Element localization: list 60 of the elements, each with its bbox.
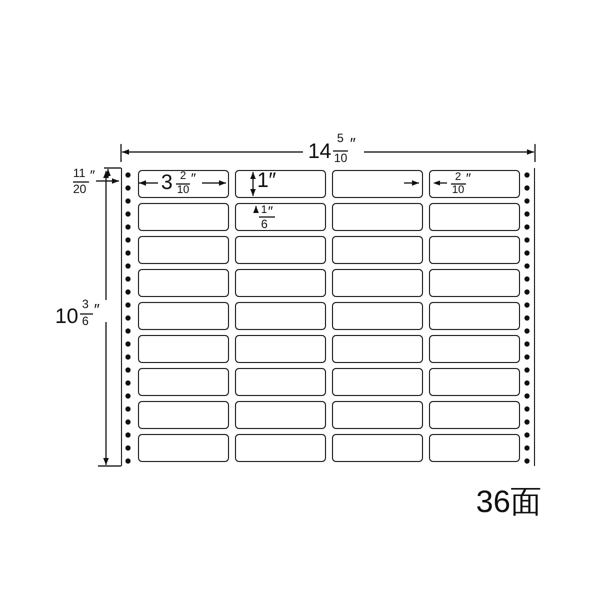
dimension-value: 1″ — [257, 170, 276, 191]
label-outline — [138, 269, 229, 297]
fraction-denominator: 10 — [452, 185, 464, 196]
label-outline — [429, 269, 520, 297]
label-outline — [138, 203, 229, 231]
label-outline — [138, 335, 229, 363]
inch-mark: ″ — [466, 171, 471, 185]
fraction-denominator: 20 — [73, 183, 86, 195]
label-outline — [429, 302, 520, 330]
label-outline — [332, 335, 423, 363]
inch-mark: ″ — [94, 303, 100, 319]
fraction-numerator: 3 — [82, 298, 89, 310]
label-outline — [235, 434, 326, 462]
label-outline — [235, 203, 326, 231]
label-outline — [235, 170, 326, 198]
fraction-numerator: 1 — [261, 205, 268, 216]
label-outline — [332, 170, 423, 198]
label-outline — [429, 335, 520, 363]
label-outline — [332, 203, 423, 231]
label-outline — [429, 368, 520, 396]
label-outline — [429, 170, 520, 198]
label-outline — [332, 302, 423, 330]
fraction-denominator: 10 — [177, 185, 190, 196]
label-outline — [429, 401, 520, 429]
label-outline — [429, 236, 520, 264]
fraction-denominator: 6 — [261, 218, 268, 230]
label-outline — [235, 302, 326, 330]
label-outline — [429, 434, 520, 462]
label-outline — [332, 269, 423, 297]
inch-mark: ″ — [191, 171, 196, 185]
fraction-numerator: 11 — [73, 167, 86, 179]
label-outline — [429, 203, 520, 231]
inch-mark: ″ — [350, 137, 356, 153]
dimension-value: 3 — [161, 172, 173, 193]
label-outline — [138, 401, 229, 429]
label-outline — [235, 335, 326, 363]
label-outline — [332, 401, 423, 429]
label-outline — [138, 170, 229, 198]
fraction-numerator: 2 — [180, 171, 186, 182]
inch-mark: ″ — [90, 168, 95, 182]
label-outline — [235, 236, 326, 264]
fraction-denominator: 6 — [82, 315, 89, 327]
dimension-value: 10 — [55, 306, 78, 327]
label-outline — [332, 236, 423, 264]
label-outline — [138, 368, 229, 396]
label-sheet — [121, 168, 535, 466]
label-outline — [235, 401, 326, 429]
label-outline — [235, 269, 326, 297]
label-count: 36面 — [476, 486, 542, 517]
dimension-value: 14 — [308, 141, 332, 162]
label-outline — [332, 368, 423, 396]
fraction-denominator: 10 — [334, 152, 348, 164]
label-outline — [235, 368, 326, 396]
label-outline — [138, 236, 229, 264]
label-outline — [138, 302, 229, 330]
inch-mark: ″ — [268, 204, 273, 218]
label-outline — [138, 434, 229, 462]
label-outline — [332, 434, 423, 462]
fraction-numerator: 2 — [455, 172, 462, 183]
fraction-numerator: 5 — [337, 132, 344, 144]
